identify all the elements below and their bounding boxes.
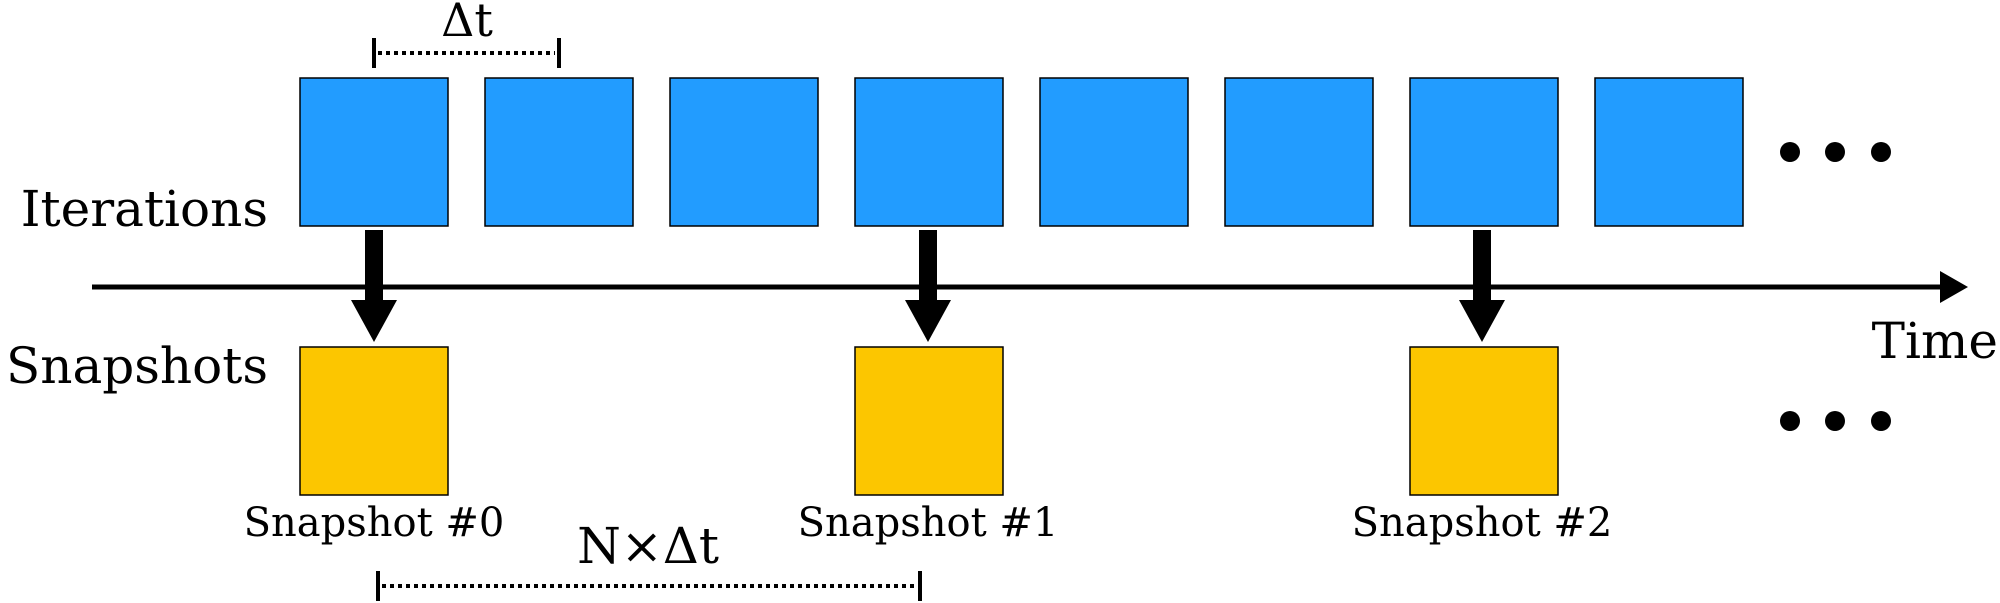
down-arrow-icon	[351, 230, 397, 342]
iteration-block-8	[1594, 77, 1744, 227]
iteration-block-4	[854, 77, 1004, 227]
dot	[1780, 411, 1800, 431]
down-arrow-icon	[905, 230, 951, 342]
iteration-blocks	[299, 77, 1744, 227]
snapshot-blocks	[299, 346, 1559, 496]
snapshot-caption-2: Snapshot #2	[1352, 500, 1613, 546]
iteration-block-3	[669, 77, 819, 227]
iteration-block-2	[484, 77, 634, 227]
delta-t-label: Δt	[441, 0, 493, 47]
dot	[1825, 411, 1845, 431]
iteration-block-7	[1409, 77, 1559, 227]
dot	[1871, 142, 1891, 162]
snapshot-block-2	[1409, 346, 1559, 496]
time-axis	[92, 271, 1968, 303]
n-delta-t-bracket	[376, 571, 922, 601]
iteration-block-6	[1224, 77, 1374, 227]
iteration-block-5	[1039, 77, 1189, 227]
snapshots-label: Snapshots	[6, 337, 268, 395]
n-delta-t-label: N×Δt	[577, 517, 719, 575]
snapshot-block-1	[854, 346, 1004, 496]
time-label: Time	[1872, 312, 1998, 370]
snapshot-block-0	[299, 346, 449, 496]
snapshot-caption-0: Snapshot #0	[244, 500, 505, 546]
down-arrow-icon	[1459, 230, 1505, 342]
iterations-label: Iterations	[21, 180, 268, 238]
dot	[1780, 142, 1800, 162]
dot	[1825, 142, 1845, 162]
snapshots-continuation-dots	[1780, 411, 1891, 431]
iterations-continuation-dots	[1780, 142, 1891, 162]
dot	[1871, 411, 1891, 431]
snapshot-caption-1: Snapshot #1	[798, 500, 1059, 546]
iteration-block-1	[299, 77, 449, 227]
snapshot-arrows	[351, 230, 1505, 342]
time-axis-arrowhead	[1940, 271, 1968, 303]
delta-t-bracket	[372, 38, 561, 68]
